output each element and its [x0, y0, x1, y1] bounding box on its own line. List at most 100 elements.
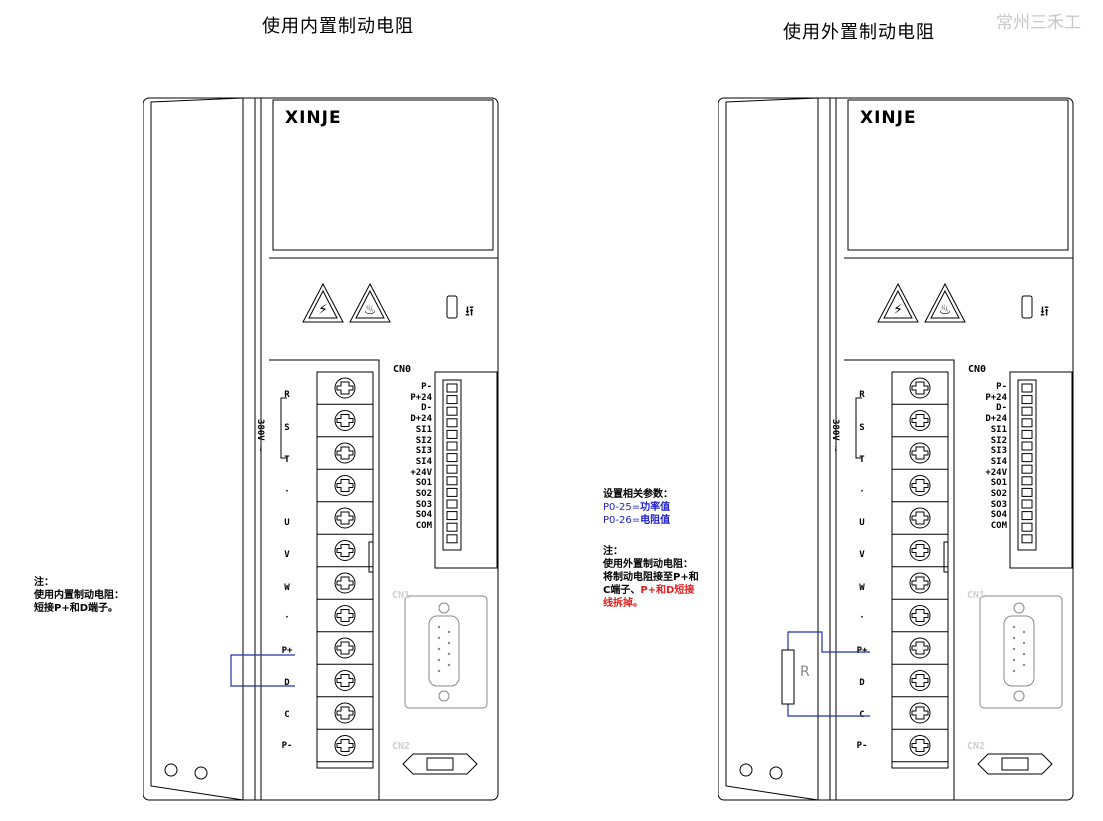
param-p026-code: P0-26= — [603, 515, 641, 526]
high-voltage-glyph: ⚡ — [318, 302, 328, 318]
title-external-resistor: 使用外置制动电阻 — [783, 22, 935, 43]
cn0-pin-label: SO4 — [990, 510, 1007, 521]
status-led — [739, 763, 753, 777]
terminal-label: S — [859, 423, 865, 433]
terminal-screw-icon — [334, 540, 356, 561]
cn0-pin — [446, 499, 458, 509]
cn0-pin — [1021, 429, 1033, 439]
terminal-label: P+ — [281, 646, 293, 656]
cn0-pin-label: SO2 — [990, 489, 1007, 499]
drive-outline: ⚡♨⭿ — [718, 97, 1074, 801]
note-internal-line2: 短接P+和D端子。 — [34, 603, 119, 614]
screw-cross-icon — [336, 641, 354, 655]
screw-cross-icon — [911, 641, 929, 655]
cn0-pin — [1021, 511, 1033, 521]
terminal-screw-icon — [334, 637, 356, 659]
cn0-pin — [446, 453, 458, 463]
screw-cross-icon — [911, 414, 929, 427]
screw-cross-icon — [911, 544, 929, 557]
cn0-housing — [434, 371, 498, 569]
usb-icon: ⭿ — [1040, 304, 1049, 320]
param-p026-value: 电阻值 — [640, 515, 671, 526]
jumper-wire-p-d — [230, 654, 295, 687]
note-external-line3a: C端子、 — [603, 585, 641, 596]
cn0-housing — [1009, 371, 1073, 569]
cn2-connector — [977, 753, 1053, 775]
cn0-pin-label: SO2 — [415, 489, 432, 499]
cn0-pin — [1021, 534, 1033, 544]
cn0-pin-label: SI4 — [415, 456, 432, 467]
terminal-label: · — [859, 613, 865, 623]
cn1-pin — [447, 641, 451, 645]
cn1-screw-bottom — [438, 690, 450, 702]
cn0-pin-label: P+24 — [410, 392, 432, 403]
terminal-screw-icon — [334, 605, 356, 626]
terminal-label: V — [284, 550, 290, 560]
screw-cross-icon — [336, 706, 354, 720]
cn2-label: CN2 — [392, 741, 411, 752]
screw-cross-icon — [336, 414, 354, 427]
terminal-screw-icon — [909, 507, 931, 529]
terminal-label: P- — [856, 741, 868, 751]
hot-surface-glyph: ♨ — [939, 302, 952, 318]
cn0-pin-label: +24V — [985, 467, 1007, 478]
screw-cross-icon — [336, 511, 354, 525]
cn1-pin — [437, 636, 441, 640]
cn1-pin — [447, 630, 451, 634]
cn0-pin — [1021, 464, 1033, 474]
cn0-pin-label: D+24 — [410, 414, 432, 425]
cn0-pin-label: SO3 — [415, 499, 432, 510]
cn1-screw-bottom — [1013, 690, 1025, 702]
side-cover — [150, 97, 244, 801]
cn0-pin — [1021, 418, 1033, 428]
power-bracket — [855, 397, 862, 459]
screw-cross-icon — [336, 381, 354, 395]
cn1-db9-connector — [1003, 615, 1035, 687]
terminal-screw-icon — [334, 572, 356, 594]
brand-logo: XINJE — [860, 108, 917, 128]
screw-cross-icon — [911, 479, 929, 492]
screw-cross-icon — [911, 381, 929, 395]
cn0-pin-label: D+24 — [985, 414, 1007, 425]
screw-cross-icon — [336, 739, 354, 752]
note-internal: 注： 使用内置制动电阻： 短接P+和D端子。 — [34, 576, 124, 615]
terminal-screw-icon — [909, 442, 931, 464]
cn1-pin — [1012, 647, 1016, 651]
cn0-pin — [446, 429, 458, 439]
screw-cross-icon — [911, 446, 929, 460]
terminal-screw-icon — [909, 735, 931, 756]
screw-cross-icon — [911, 739, 929, 752]
cn0-pin — [446, 383, 458, 393]
usb-port-icon — [446, 295, 458, 319]
cn0-pin-label: COM — [990, 521, 1007, 532]
screw-cross-icon — [911, 511, 929, 525]
note-external-line4: 线拆掉。 — [603, 598, 643, 609]
cn0-pin-label: D- — [421, 403, 432, 414]
cn2-connector — [402, 753, 478, 775]
terminal-screw-icon — [909, 605, 931, 626]
hot-surface-icon-inner — [930, 289, 960, 319]
cn0-pin — [1021, 453, 1033, 463]
screw-cross-icon — [336, 446, 354, 460]
terminal-label: D — [859, 678, 865, 688]
drive-body — [143, 97, 499, 801]
cn0-connector — [1017, 379, 1037, 551]
terminal-label: U — [859, 518, 865, 528]
terminal-label: R — [859, 390, 865, 400]
cn0-label: CN0 — [968, 364, 987, 375]
hot-surface-glyph: ♨ — [364, 302, 377, 318]
cn0-connector — [442, 379, 462, 551]
cn1-pin — [1012, 636, 1016, 640]
cn0-pin-label: P- — [996, 382, 1007, 392]
terminal-label: W — [859, 583, 865, 593]
screw-cross-icon — [911, 576, 929, 590]
cn2-port — [426, 757, 454, 771]
cn0-label: CN0 — [393, 364, 412, 375]
terminal-screw-icon — [909, 670, 931, 691]
status-led — [164, 763, 178, 777]
cn0-pin-label: SO4 — [415, 510, 432, 521]
screw-cross-icon — [336, 609, 354, 622]
cn0-pin-label: SI1 — [415, 424, 432, 435]
cn1-pin — [1012, 625, 1016, 629]
